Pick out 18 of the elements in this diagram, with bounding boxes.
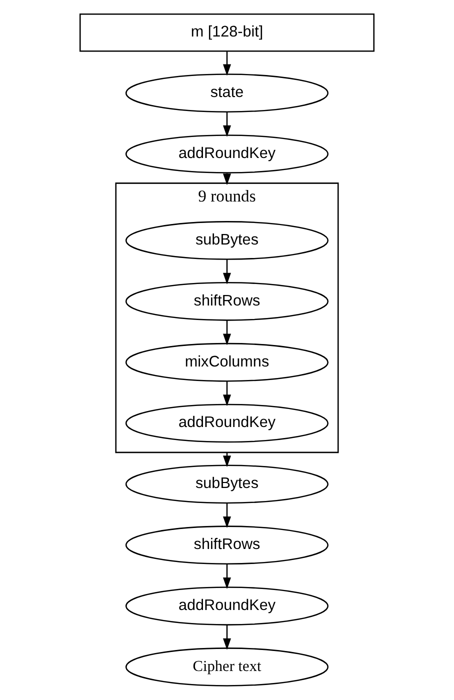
node-box: m [128-bit] [79,13,375,52]
node-ellipse: subBytes [125,464,329,504]
node-ellipse: subBytes [125,221,329,260]
arrow [222,52,232,76]
arrow [222,503,232,528]
node-ellipse: Cipher text [125,648,329,686]
node-ellipse: addRoundKey [125,404,329,443]
arrow [222,112,232,137]
arrow [222,320,232,346]
node-ellipse: mixColumns [125,342,329,382]
node-ellipse: addRoundKey [125,586,329,626]
arrow [222,381,232,406]
node-ellipse: shiftRows [125,282,329,321]
arrow [222,625,232,650]
node-ellipse: shiftRows [125,526,329,565]
node-ellipse: state [125,74,329,112]
arrow [222,260,232,284]
arrow [222,564,232,589]
